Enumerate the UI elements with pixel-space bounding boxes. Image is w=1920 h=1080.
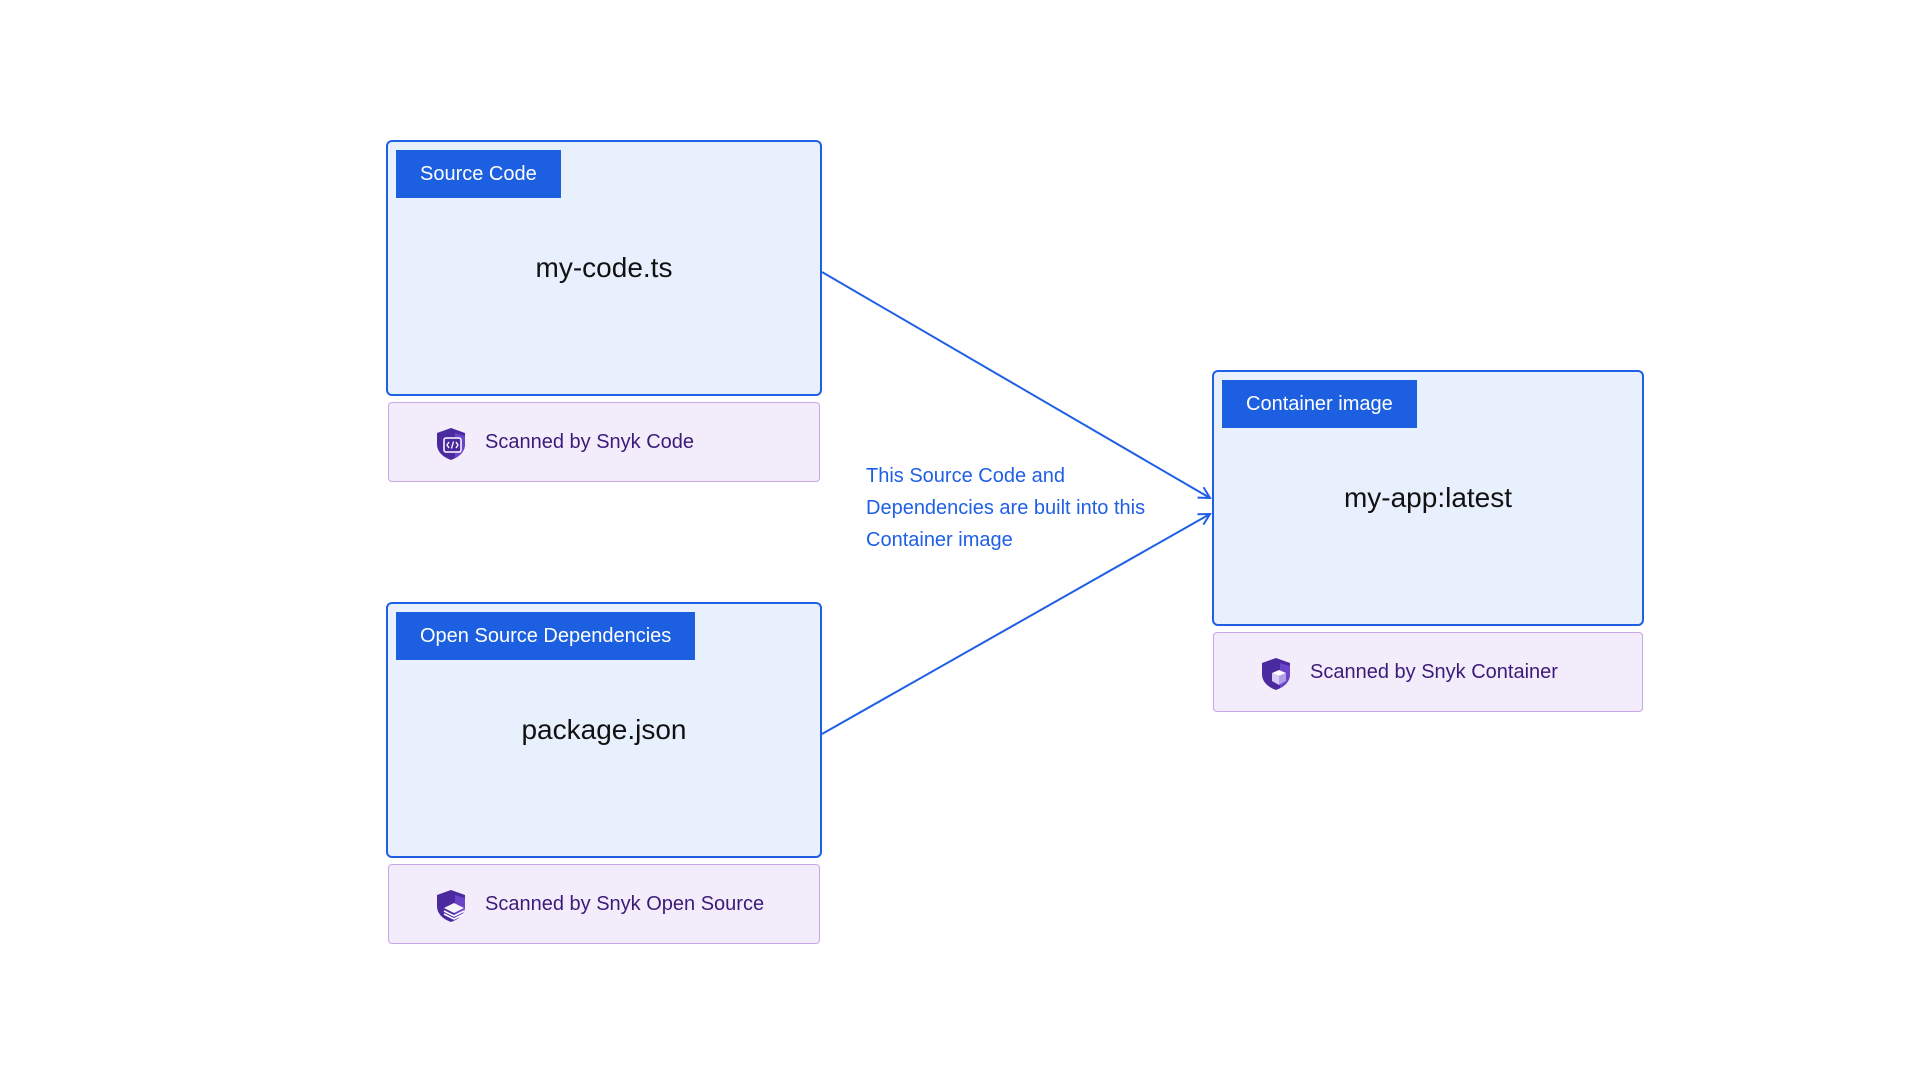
container-image-file: my-app:latest [1343, 482, 1513, 513]
source-code-file: my-code.ts [535, 252, 673, 283]
dependencies-tag: Open Source Dependencies [396, 612, 696, 660]
snyk-open-source-scan-label: Scanned by Snyk Open Source [485, 892, 765, 915]
snyk-container-shield-icon [1260, 657, 1292, 691]
source-code-node[interactable]: Source Code my-code.ts [386, 140, 822, 396]
build-note-line-2: Dependencies are built into this [866, 497, 1146, 519]
dependencies-node[interactable]: Open Source Dependencies package.json [386, 602, 822, 858]
arrow-source-code-to-container [821, 271, 1210, 498]
arrow-dependencies-to-container [821, 514, 1210, 735]
snyk-code-scan-box: Scanned by Snyk Code [388, 402, 820, 482]
build-note: This Source Code and Dependencies are bu… [866, 460, 1166, 556]
container-image-tag: Container image [1222, 380, 1417, 428]
source-code-tag: Source Code [396, 150, 561, 198]
snyk-container-scan-label: Scanned by Snyk Container [1310, 660, 1558, 683]
snyk-code-scan-label: Scanned by Snyk Code [485, 430, 695, 453]
container-image-node[interactable]: Container image my-app:latest [1212, 370, 1644, 626]
dependencies-file: package.json [521, 714, 687, 745]
build-note-line-3: Container image [866, 529, 1013, 551]
snyk-code-shield-icon [435, 427, 467, 461]
build-note-line-1: This Source Code and [866, 465, 1066, 487]
snyk-open-source-shield-icon [435, 889, 467, 923]
snyk-container-scan-box: Scanned by Snyk Container [1213, 632, 1643, 712]
snyk-open-source-scan-box: Scanned by Snyk Open Source [388, 864, 820, 944]
